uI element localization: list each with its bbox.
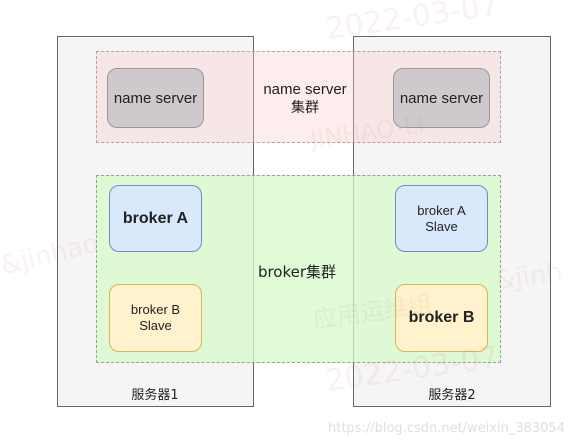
broker-a-node: broker A — [109, 185, 202, 252]
broker-b-slave-line2: Slave — [139, 318, 172, 333]
broker-cluster-label: broker集群 — [257, 263, 337, 281]
nameserver-node-right: name server — [393, 68, 490, 128]
broker-a-slave-node: broker A Slave — [395, 185, 488, 252]
broker-a-slave-line1: broker A — [417, 202, 466, 218]
server-1-label: 服务器1 — [131, 388, 179, 403]
broker-b-slave-node: broker B Slave — [109, 284, 202, 352]
broker-a-slave-line2: Slave — [425, 218, 458, 234]
nameserver-cluster-label-line1: name server — [263, 81, 347, 98]
nameserver-cluster-label-line2: 集群 — [291, 100, 319, 116]
broker-b-node: broker B — [395, 284, 488, 352]
nameserver-cluster-label: name server 集群 — [250, 80, 360, 118]
server-2-label: 服务器2 — [428, 388, 476, 403]
nameserver-node-left: name server — [107, 68, 204, 128]
broker-b-slave-line1: broker B — [130, 302, 181, 317]
source-credit: https://blog.csdn.net/weixin_383054 — [328, 421, 565, 436]
